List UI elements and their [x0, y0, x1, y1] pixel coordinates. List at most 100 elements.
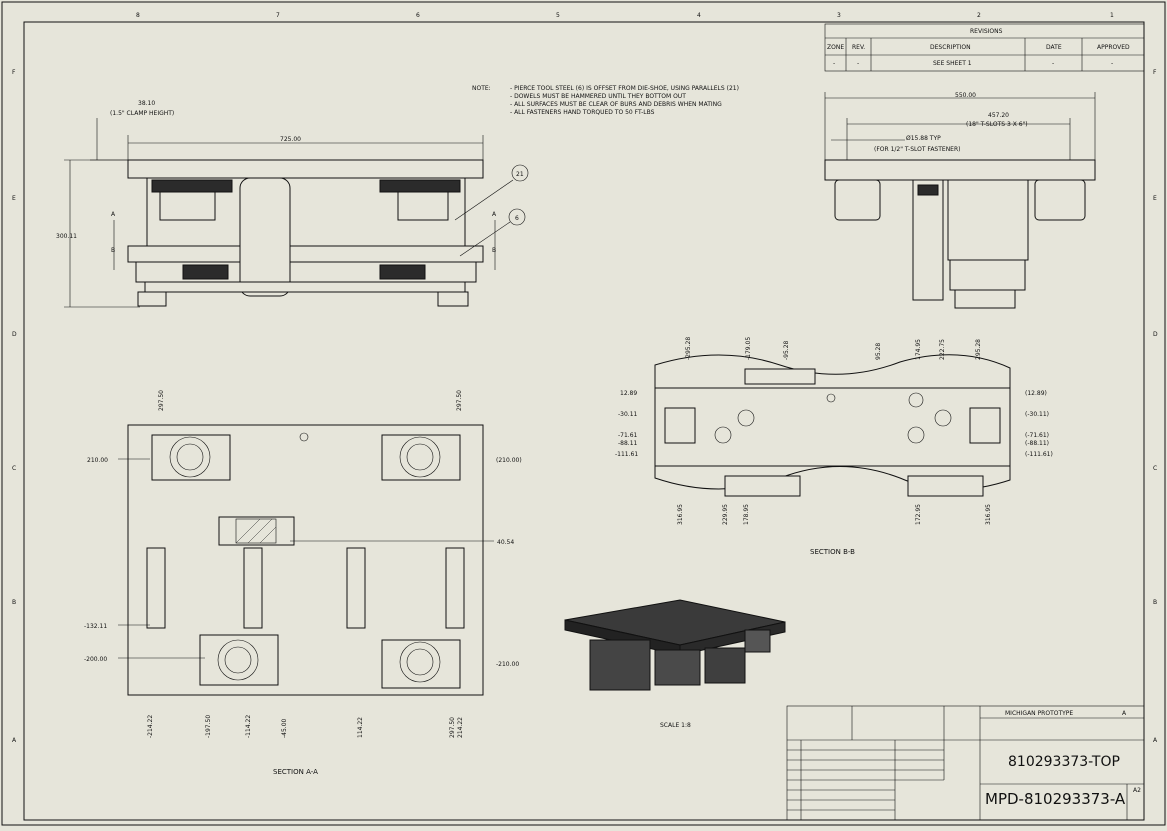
- revisions-title: REVISIONS: [970, 28, 1003, 35]
- rev-cell: -: [1111, 60, 1113, 67]
- clamp-note: (1.5" CLAMP HEIGHT): [110, 110, 174, 117]
- zone-letter: E: [1153, 195, 1157, 202]
- bb-top-dim: 295.28: [975, 339, 982, 360]
- aa-bottom-dim: -45.00: [281, 718, 288, 738]
- rev-header: DESCRIPTION: [930, 44, 971, 51]
- iso-view: SCALE 1:8: [564, 599, 786, 729]
- clamp-dim: 38.10: [138, 100, 155, 107]
- bb-left-dim: 12.89: [620, 390, 637, 397]
- bb-bottom-dim: 316.95: [985, 504, 992, 525]
- bb-right-dim: (-30.11): [1025, 411, 1049, 418]
- zone-letter: A: [12, 737, 17, 744]
- side-view: 550.00 457.20 (18" T-SLOTS 3 X 6") Ø15.8…: [824, 92, 1096, 309]
- notes-block: NOTE: - PIERCE TOOL STEEL (6) IS OFFSET …: [472, 85, 739, 116]
- zone-number: 3: [837, 12, 841, 19]
- zone-letter: D: [12, 331, 17, 338]
- bb-right-dim: (-88.11): [1025, 440, 1049, 447]
- aa-left-dim: 210.00: [87, 457, 108, 464]
- zone-number: 2: [977, 12, 981, 19]
- height-dim: 300.11: [56, 233, 77, 240]
- zone-number: 6: [416, 12, 420, 19]
- inner-border: [23, 21, 1145, 821]
- slot-dim: 457.20: [988, 112, 1009, 119]
- aa-top-dim: 297.50: [158, 390, 165, 411]
- rev-cell: -: [857, 60, 859, 67]
- zone-number: 1: [1110, 12, 1114, 19]
- zone-letter: B: [1153, 599, 1157, 606]
- zone-letter: E: [12, 195, 16, 202]
- side-width-dim: 550.00: [955, 92, 976, 99]
- aa-right-dim: (210.00): [496, 457, 522, 464]
- zone-number: 5: [556, 12, 560, 19]
- bb-top-dim: 222.75: [939, 339, 946, 360]
- section-letter: B: [111, 247, 115, 254]
- note-line: - PIERCE TOOL STEEL (6) IS OFFSET FROM D…: [510, 85, 739, 92]
- rev-cell: -: [1052, 60, 1054, 67]
- aa-bottom-dim: 114.22: [357, 717, 364, 738]
- note-line: - DOWELS MUST BE HAMMERED UNTIL THEY BOT…: [510, 93, 686, 100]
- revisions-table: REVISIONS ZONE REV. DESCRIPTION DATE APP…: [824, 23, 1145, 72]
- rev-cell: SEE SHEET 1: [933, 60, 972, 67]
- bb-left-dim: -88.11: [618, 440, 638, 447]
- balloon-6: 6: [515, 215, 519, 222]
- width-dim: 725.00: [280, 136, 301, 143]
- hole-note: (FOR 1/2" T-SLOT FASTENER): [874, 146, 960, 153]
- aa-top-dim: 297.50: [456, 390, 463, 411]
- bb-top-dim: -179.05: [745, 337, 752, 360]
- section-letter: A: [492, 211, 497, 218]
- section-aa-view: 297.50 297.50 210.00 -132.11 -200.00 (21…: [84, 390, 522, 776]
- zone-letter: B: [12, 599, 16, 606]
- front-view: 38.10 (1.5" CLAMP HEIGHT) 725.00 300.11 …: [56, 100, 529, 308]
- bb-top-dim: 174.95: [915, 339, 922, 360]
- zone-number: 4: [697, 12, 701, 19]
- note-line: - ALL FASTENERS HAND TORQUED TO 50 FT-LB…: [510, 109, 655, 116]
- bb-top-dim: -295.28: [685, 337, 692, 360]
- zone-numbers: 8 7 6 5 4 3 2 1 F E D C B A F E D C B A: [12, 12, 1158, 744]
- company-name: MICHIGAN PROTOTYPE: [1005, 710, 1073, 717]
- aa-left-dim: -132.11: [84, 623, 107, 630]
- zone-letter: D: [1153, 331, 1158, 338]
- balloon-21: 21: [516, 171, 524, 178]
- sheet-size: A2: [1133, 787, 1141, 794]
- bb-right-dim: (-71.61): [1025, 432, 1049, 439]
- section-letter: B: [492, 247, 496, 254]
- rev-header: APPROVED: [1097, 44, 1130, 51]
- zone-number: 8: [136, 12, 140, 19]
- bb-left-dim: -30.11: [618, 411, 638, 418]
- aa-right-dim: 40.54: [497, 539, 514, 546]
- aa-bottom-dim: 214.22: [457, 717, 464, 738]
- zone-letter: A: [1153, 737, 1158, 744]
- rev-header: ZONE: [827, 44, 844, 51]
- slot-note: (18" T-SLOTS 3 X 6"): [966, 121, 1028, 128]
- hole-dim: Ø15.88 TYP: [906, 135, 941, 142]
- bb-bottom-dim: 172.95: [915, 504, 922, 525]
- aa-bottom-dim: -197.50: [205, 715, 212, 738]
- zone-letter: F: [12, 69, 16, 76]
- zone-letter: C: [1153, 465, 1157, 472]
- bb-left-dim: -111.61: [615, 451, 638, 458]
- bb-right-dim: (12.89): [1025, 390, 1047, 397]
- bb-bottom-dim: 229.95: [722, 504, 729, 525]
- zone-letter: C: [12, 465, 16, 472]
- bb-top-dim: 95.28: [875, 343, 882, 360]
- aa-bottom-dim: 297.50: [449, 717, 456, 738]
- aa-left-dim: -200.00: [84, 656, 107, 663]
- zone-number: 7: [276, 12, 280, 19]
- part-number: 810293373-TOP: [1008, 754, 1120, 770]
- note-line: - ALL SURFACES MUST BE CLEAR OF BURS AND…: [510, 101, 722, 108]
- section-bb-view: -295.28 -179.05 -95.28 95.28 174.95 222.…: [615, 337, 1053, 556]
- rev-header: REV.: [852, 44, 865, 51]
- bb-right-dim: (-111.61): [1025, 451, 1053, 458]
- bb-top-dim: -95.28: [783, 340, 790, 360]
- drawing-number: MPD-810293373-A: [985, 790, 1126, 808]
- section-letter: A: [111, 211, 116, 218]
- section-aa-label: SECTION A-A: [273, 768, 318, 776]
- section-bb-label: SECTION B-B: [810, 548, 855, 556]
- aa-bottom-dim: -214.22: [147, 715, 154, 738]
- notes-label: NOTE:: [472, 85, 491, 92]
- title-rev: A: [1122, 710, 1127, 717]
- aa-right-dim: -210.00: [496, 661, 519, 668]
- bb-left-dim: -71.61: [618, 432, 638, 439]
